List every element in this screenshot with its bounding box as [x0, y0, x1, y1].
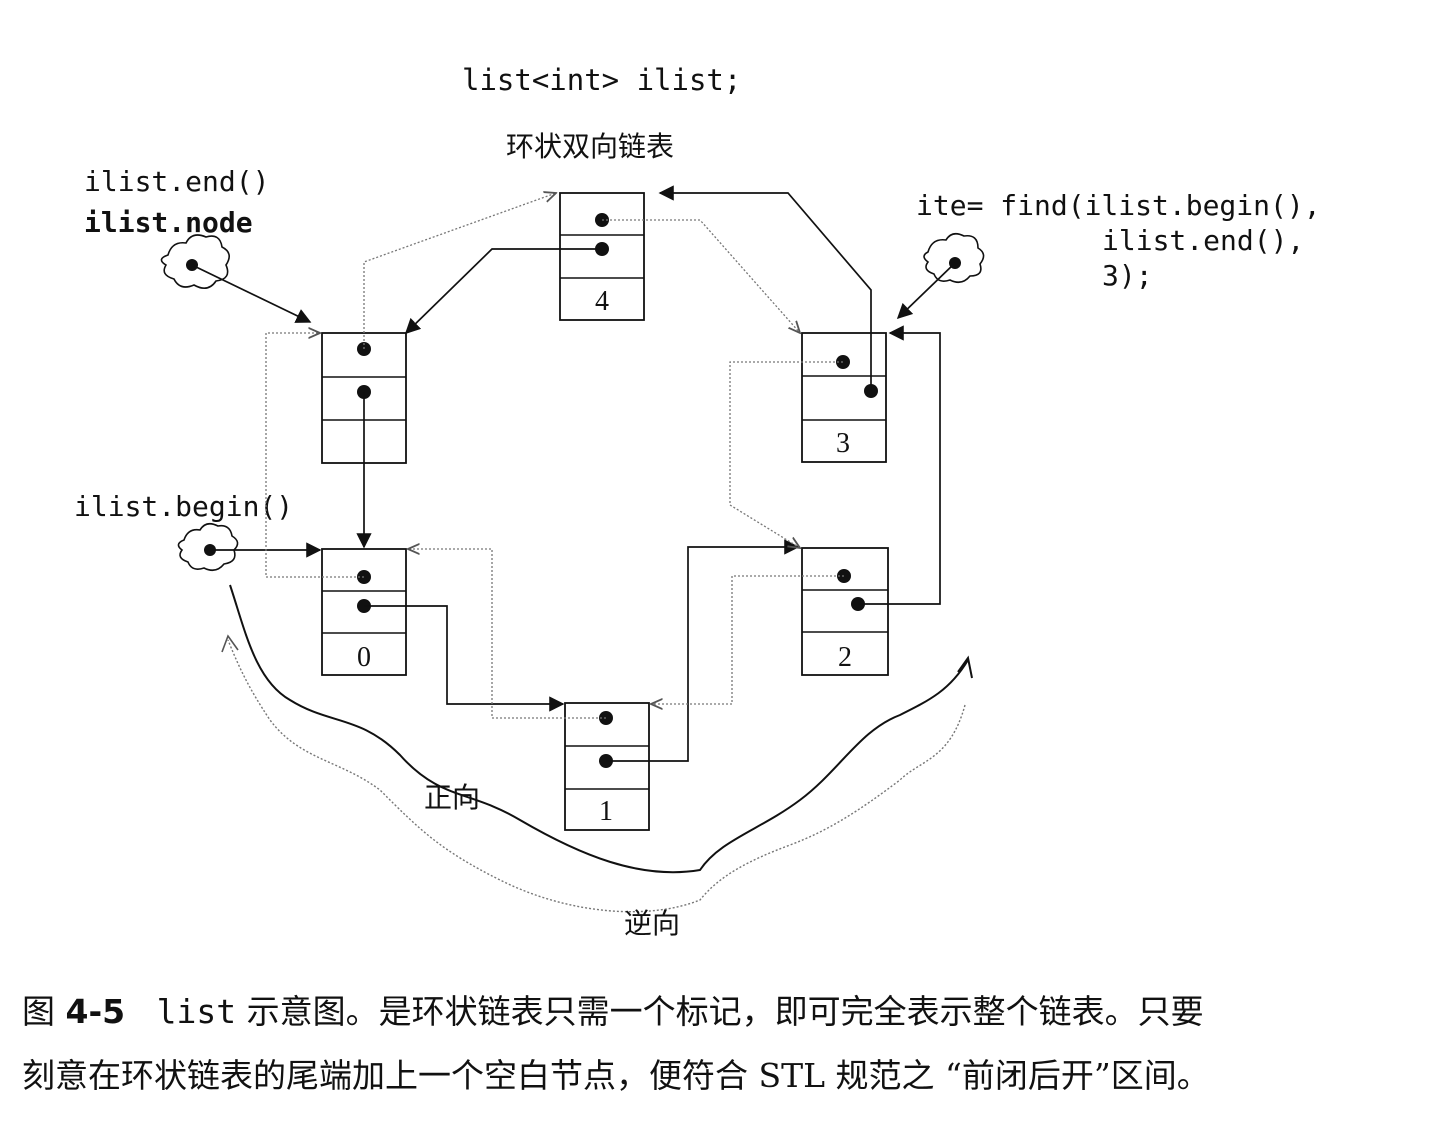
- node-1: 1: [564, 702, 650, 831]
- find-line-3: 3);: [1102, 259, 1153, 292]
- node-0-value: 0: [357, 642, 371, 673]
- caption-line-1-text: 示意图。是环状链表只需一个标记，即可完全表示整个链表。只要: [246, 992, 1204, 1031]
- next-pointers: [191, 185, 956, 762]
- node-label: ilist.node: [84, 206, 253, 239]
- node-cloud-icon: [160, 234, 230, 289]
- caption-figure-number: 4-5: [65, 992, 126, 1031]
- node-1-value: 1: [599, 796, 613, 827]
- prev-pointers: [265, 193, 844, 719]
- caption-code: list: [156, 992, 237, 1031]
- forward-label: 正向: [424, 781, 480, 814]
- backward-arrowhead: [221, 634, 239, 653]
- caption-line-2: 刻意在环状链表的尾端加上一个空白节点，便符合 STL 规范之 “前闭后开”区间。: [22, 1056, 1210, 1095]
- node-3: 3: [801, 332, 887, 463]
- figure-caption: 图 4-5 list 示意图。是环状链表只需一个标记，即可完全表示整个链表。只要…: [22, 980, 1432, 1108]
- node-4: 4: [559, 192, 645, 321]
- list-declaration: list<int> ilist;: [462, 63, 741, 97]
- node-0: 0: [321, 548, 407, 676]
- begin-label: ilist.begin(): [74, 490, 293, 523]
- backward-label: 逆向: [624, 907, 680, 940]
- diagram-subtitle: 环状双向链表: [506, 130, 674, 163]
- forward-direction-curve: [229, 584, 969, 874]
- node-2-value: 2: [838, 642, 852, 673]
- node-2: 2: [801, 547, 889, 676]
- ite-cloud-icon: [923, 232, 985, 284]
- end-label: ilist.end(): [84, 165, 269, 198]
- backward-direction-curve: [227, 639, 966, 913]
- begin-cloud-icon: [177, 522, 239, 572]
- forward-arrowhead: [957, 655, 973, 679]
- list-diagram: list<int> ilist; 环状双向链表 ilist.end() ilis…: [74, 63, 1321, 940]
- node-3-value: 3: [836, 428, 850, 459]
- find-line-1: ite= find(ilist.begin(),: [916, 189, 1321, 222]
- find-line-2: ilist.end(),: [1102, 224, 1304, 257]
- caption-line-1: 图 4-5 list 示意图。是环状链表只需一个标记，即可完全表示整个链表。只要: [22, 980, 1432, 1044]
- caption-figure-label: 图: [22, 992, 55, 1031]
- node-4-value: 4: [595, 286, 609, 317]
